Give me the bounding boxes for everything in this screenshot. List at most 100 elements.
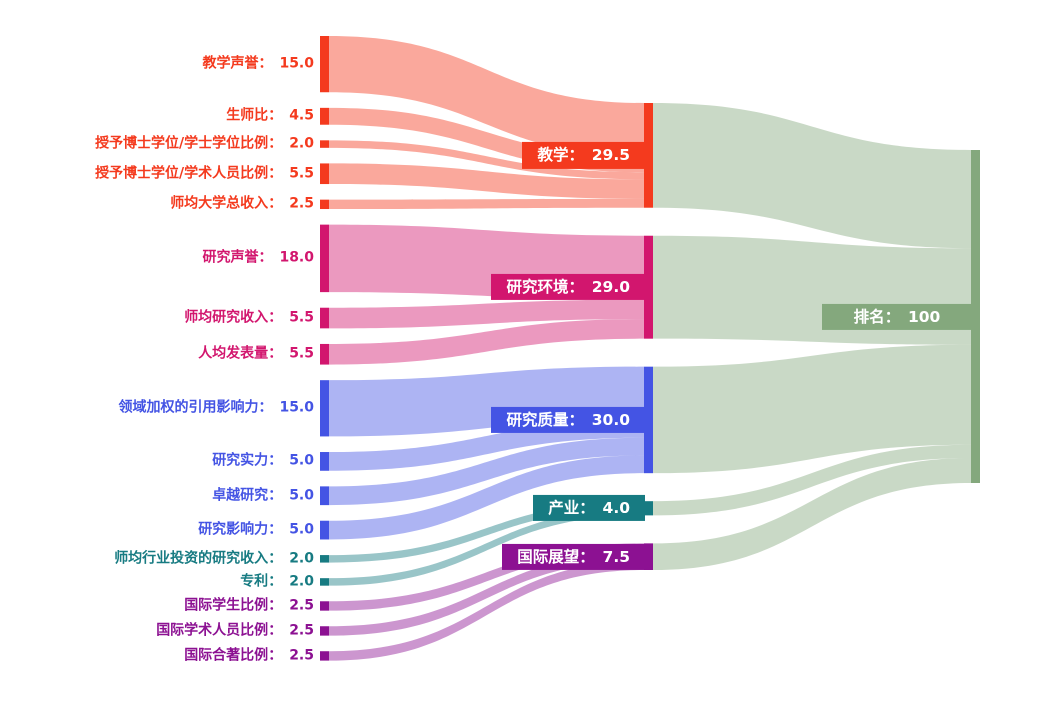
label-value-international_outlook: 7.5 bbox=[602, 547, 630, 566]
label-value-research_excellence: 5.0 bbox=[289, 487, 314, 504]
node-patents[interactable] bbox=[320, 578, 329, 586]
label-staff_student_ratio: 生师比： 4.5 bbox=[226, 107, 314, 124]
node-research_productivity[interactable] bbox=[320, 343, 329, 365]
label-research_influence: 研究影响力： 5.0 bbox=[198, 521, 314, 538]
label-text-intl_staff: 国际学术人员比例 bbox=[156, 622, 269, 639]
node-teaching[interactable] bbox=[644, 103, 653, 208]
label-rank: 排名： 100 bbox=[822, 303, 972, 330]
label-value-doctorate_bachelor_ratio: 2.0 bbox=[289, 135, 314, 152]
label-international_outlook: 国际展望： 7.5 bbox=[502, 543, 645, 570]
label-text-research_income: 师均研究收入 bbox=[184, 309, 269, 326]
label-value-teaching: 29.5 bbox=[591, 146, 630, 165]
label-text-research_reputation: 研究声誉 bbox=[202, 249, 259, 266]
label-text-research_excellence: 卓越研究 bbox=[212, 487, 269, 504]
label-field_weighted_citation: 领域加权的引用影响力： 15.0 bbox=[118, 399, 314, 416]
label-value-research_income: 5.5 bbox=[289, 309, 314, 326]
label-research_environment: 研究环境： 29.0 bbox=[491, 274, 645, 301]
label-value-research_influence: 5.0 bbox=[289, 521, 314, 538]
node-institutional_income[interactable] bbox=[320, 199, 329, 210]
label-value-research_productivity: 5.5 bbox=[289, 345, 314, 362]
link-patents-to-industry[interactable] bbox=[329, 508, 644, 586]
label-research_productivity: 人均发表量： 5.5 bbox=[198, 345, 314, 362]
node-intl_staff[interactable] bbox=[320, 626, 329, 636]
label-text-field_weighted_citation: 领域加权的引用影响力 bbox=[118, 399, 259, 416]
label-research_income: 师均研究收入： 5.5 bbox=[184, 309, 314, 326]
node-research_income[interactable] bbox=[320, 307, 329, 329]
label-value-industry: 4.0 bbox=[602, 499, 630, 518]
link-research_influence-to-research_quality[interactable] bbox=[329, 455, 644, 540]
label-value-intl_coauthorship: 2.5 bbox=[289, 647, 314, 664]
link-research_income-to-research_environment[interactable] bbox=[329, 299, 644, 329]
label-text-staff_student_ratio: 生师比 bbox=[226, 107, 269, 124]
label-value-field_weighted_citation: 15.0 bbox=[279, 399, 314, 416]
label-text-industry_income: 师均行业投资的研究收入 bbox=[114, 550, 269, 567]
link-teaching_reputation-to-teaching[interactable] bbox=[329, 36, 644, 157]
label-value-research_reputation: 18.0 bbox=[279, 249, 314, 266]
link-intl_staff-to-international_outlook[interactable] bbox=[329, 552, 644, 636]
link-research_excellence-to-research_quality[interactable] bbox=[329, 437, 644, 506]
label-text-institutional_income: 师均大学总收入 bbox=[170, 195, 269, 212]
label-industry: 产业： 4.0 bbox=[533, 495, 645, 522]
node-research_reputation[interactable] bbox=[320, 224, 329, 293]
link-doctorate_staff_ratio-to-teaching[interactable] bbox=[329, 163, 644, 199]
label-text-intl_students: 国际学生比例 bbox=[184, 597, 269, 614]
node-intl_coauthorship[interactable] bbox=[320, 651, 329, 661]
node-international_outlook[interactable] bbox=[644, 543, 653, 570]
label-value-teaching_reputation: 15.0 bbox=[279, 55, 314, 72]
link-industry_income-to-industry[interactable] bbox=[329, 501, 644, 563]
label-text-doctorate_bachelor_ratio: 授予博士学位/学士学位比例 bbox=[95, 135, 269, 152]
node-doctorate_staff_ratio[interactable] bbox=[320, 163, 329, 185]
label-value-patents: 2.0 bbox=[289, 573, 314, 590]
label-text-patents: 专利 bbox=[240, 573, 269, 590]
node-research_quality[interactable] bbox=[644, 366, 653, 474]
node-staff_student_ratio[interactable] bbox=[320, 107, 329, 125]
node-intl_students[interactable] bbox=[320, 601, 329, 611]
label-value-institutional_income: 2.5 bbox=[289, 195, 314, 212]
node-field_weighted_citation[interactable] bbox=[320, 380, 329, 437]
label-research_strength: 研究实力： 5.0 bbox=[212, 452, 314, 469]
label-research_quality: 研究质量： 30.0 bbox=[491, 406, 645, 433]
link-teaching-to-rank[interactable] bbox=[653, 103, 971, 249]
label-industry_income: 师均行业投资的研究收入： 2.0 bbox=[114, 550, 314, 567]
label-intl_students: 国际学生比例： 2.5 bbox=[184, 597, 314, 614]
label-intl_coauthorship: 国际合著比例： 2.5 bbox=[184, 647, 314, 664]
link-industry-to-rank[interactable] bbox=[653, 444, 971, 516]
label-value-research_quality: 30.0 bbox=[591, 410, 630, 429]
node-industry[interactable] bbox=[644, 501, 653, 516]
label-text-research_quality: 研究质量 bbox=[506, 410, 569, 429]
node-research_environment[interactable] bbox=[644, 235, 653, 339]
node-research_influence[interactable] bbox=[320, 520, 329, 540]
label-intl_staff: 国际学术人员比例： 2.5 bbox=[156, 622, 314, 639]
link-research_quality-to-rank[interactable] bbox=[653, 344, 971, 474]
label-text-research_strength: 研究实力 bbox=[212, 452, 269, 469]
link-institutional_income-to-teaching[interactable] bbox=[329, 198, 644, 210]
link-intl_students-to-international_outlook[interactable] bbox=[329, 543, 644, 611]
link-international_outlook-to-rank[interactable] bbox=[653, 458, 971, 570]
node-research_excellence[interactable] bbox=[320, 486, 329, 506]
node-teaching_reputation[interactable] bbox=[320, 36, 329, 93]
label-value-staff_student_ratio: 4.5 bbox=[289, 107, 314, 124]
label-institutional_income: 师均大学总收入： 2.5 bbox=[170, 195, 314, 212]
label-value-intl_staff: 2.5 bbox=[289, 622, 314, 639]
node-doctorate_bachelor_ratio[interactable] bbox=[320, 140, 329, 148]
label-doctorate_staff_ratio: 授予博士学位/学术人员比例： 5.5 bbox=[95, 165, 314, 182]
node-industry_income[interactable] bbox=[320, 555, 329, 563]
label-patents: 专利： 2.0 bbox=[240, 573, 314, 590]
label-value-intl_students: 2.5 bbox=[289, 597, 314, 614]
label-value-doctorate_staff_ratio: 5.5 bbox=[289, 165, 314, 182]
link-doctorate_bachelor_ratio-to-teaching[interactable] bbox=[329, 140, 644, 180]
label-text-research_influence: 研究影响力 bbox=[198, 521, 269, 538]
label-research_excellence: 卓越研究： 5.0 bbox=[212, 487, 314, 504]
label-value-industry_income: 2.0 bbox=[289, 550, 314, 567]
link-research_productivity-to-research_environment[interactable] bbox=[329, 319, 644, 365]
node-research_strength[interactable] bbox=[320, 452, 329, 471]
label-text-teaching: 教学 bbox=[537, 146, 569, 165]
label-text-industry: 产业 bbox=[548, 499, 580, 518]
link-intl_coauthorship-to-international_outlook[interactable] bbox=[329, 561, 644, 661]
label-teaching_reputation: 教学声誉： 15.0 bbox=[202, 55, 314, 72]
node-rank[interactable] bbox=[971, 150, 980, 483]
label-teaching: 教学： 29.5 bbox=[522, 142, 645, 169]
label-doctorate_bachelor_ratio: 授予博士学位/学士学位比例： 2.0 bbox=[95, 135, 314, 152]
